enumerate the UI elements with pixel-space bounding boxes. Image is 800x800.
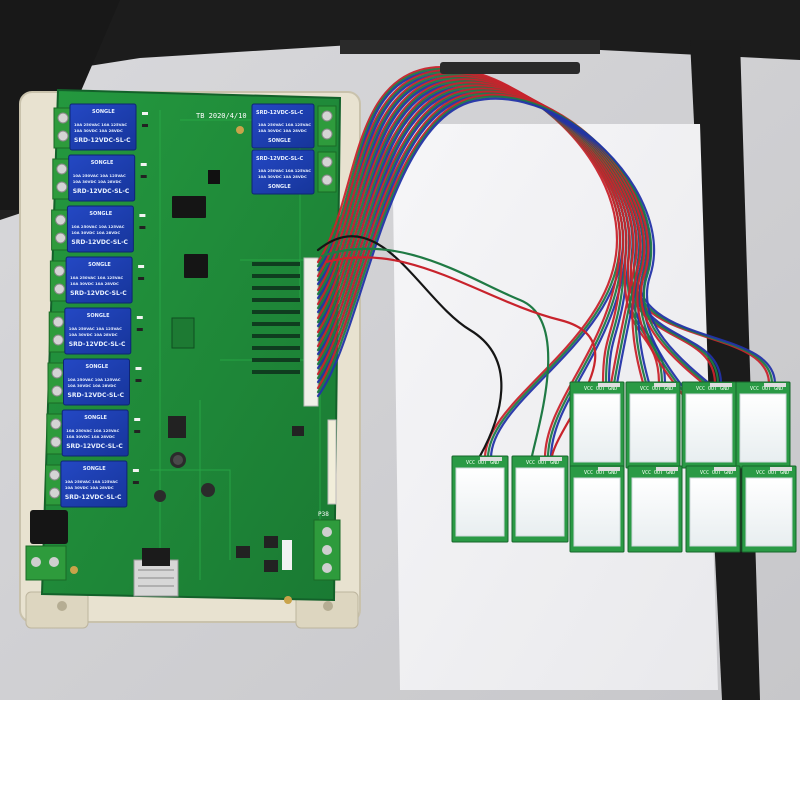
svg-text:10A 250VAC 10A 125VAC: 10A 250VAC 10A 125VAC <box>258 122 311 127</box>
relay-model: SRD-12VDC-SL-C <box>70 290 127 297</box>
p38-terminal: P38 <box>313 511 341 581</box>
svg-text:VCC OUT GND: VCC OUT GND <box>642 470 675 476</box>
relay-model: SRD-12VDC-SL-C <box>68 392 125 399</box>
relay-brand: SONGLE <box>268 184 291 190</box>
connector-label: P38 <box>318 511 329 518</box>
regulator-heatsink <box>133 548 179 597</box>
touch-pad-array: VCC OUT GND VCC OUT GND VCC OUT GND VCC OUT… <box>451 381 797 553</box>
relay-brand: SONGLE <box>86 364 109 370</box>
wire-sleeve <box>440 62 580 74</box>
svg-text:10A 250VAC 10A 125VAC: 10A 250VAC 10A 125VAC <box>258 168 311 173</box>
touch-pad-module: VCC OUT GND <box>625 381 681 469</box>
relay-brand: SONGLE <box>88 262 111 268</box>
touch-pad-module: VCC OUT GND <box>451 455 509 543</box>
relay-model: SRD-12VDC-SL-C <box>256 110 303 116</box>
relay-brand: SONGLE <box>87 313 110 319</box>
svg-text:VCC OUT GND: VCC OUT GND <box>696 386 729 392</box>
svg-text:VCC OUT GND: VCC OUT GND <box>584 470 617 476</box>
relay-model: SRD-12VDC-SL-C <box>74 137 131 144</box>
wire-harness <box>316 62 783 470</box>
svg-text:10A 30VDC 10A 28VDC: 10A 30VDC 10A 28VDC <box>73 179 122 184</box>
svg-text:VCC OUT GND: VCC OUT GND <box>584 386 617 392</box>
relay-model: SRD-12VDC-SL-C <box>256 156 303 162</box>
relay-model: SRD-12VDC-SL-C <box>73 188 130 195</box>
svg-text:10A 250VAC 10A 125VAC: 10A 250VAC 10A 125VAC <box>74 122 127 127</box>
touch-pad-module: VCC OUT GND <box>735 381 791 469</box>
relay-model: SRD-12VDC-SL-C <box>69 341 126 348</box>
svg-text:10A 30VDC 10A 28VDC: 10A 30VDC 10A 28VDC <box>74 128 123 133</box>
svg-text:10A 30VDC 10A 28VDC: 10A 30VDC 10A 28VDC <box>71 230 120 235</box>
relay-brand: SONGLE <box>91 160 114 166</box>
svg-text:10A 30VDC 10A 28VDC: 10A 30VDC 10A 28VDC <box>258 174 307 179</box>
relay-brand: SONGLE <box>268 138 291 144</box>
svg-text:10A 30VDC 10A 28VDC: 10A 30VDC 10A 28VDC <box>70 281 119 286</box>
touch-pad-module: VCC OUT GND <box>685 465 741 553</box>
touch-pad-module: VCC OUT GND <box>741 465 797 553</box>
touch-pad-module: VCC OUT GND <box>569 465 625 553</box>
svg-text:10A 30VDC 10A 28VDC: 10A 30VDC 10A 28VDC <box>258 128 307 133</box>
svg-text:10A 250VAC 10A 125VAC: 10A 250VAC 10A 125VAC <box>66 428 119 433</box>
svg-text:10A 30VDC 10A 28VDC: 10A 30VDC 10A 28VDC <box>69 332 118 337</box>
relay-model: SRD-12VDC-SL-C <box>66 443 123 450</box>
svg-text:VCC OUT GND: VCC OUT GND <box>700 470 733 476</box>
relay-brand: SONGLE <box>84 415 107 421</box>
svg-text:10A 250VAC 10A 125VAC: 10A 250VAC 10A 125VAC <box>65 479 118 484</box>
svg-text:VCC OUT GND: VCC OUT GND <box>750 386 783 392</box>
touch-pad-module: VCC OUT GND <box>681 381 737 469</box>
relay-model: SRD-12VDC-SL-C <box>71 239 128 246</box>
svg-text:10A 250VAC 10A 125VAC: 10A 250VAC 10A 125VAC <box>73 173 126 178</box>
board-date-label: TB 2020/4/10 <box>196 112 247 120</box>
dc-jack <box>30 510 68 544</box>
svg-text:VCC OUT GND: VCC OUT GND <box>640 386 673 392</box>
svg-text:10A 250VAC 10A 125VAC: 10A 250VAC 10A 125VAC <box>70 275 123 280</box>
svg-text:10A 250VAC 10A 125VAC: 10A 250VAC 10A 125VAC <box>71 224 124 229</box>
touch-pad-module: VCC OUT GND <box>627 465 683 553</box>
svg-text:10A 30VDC 10A 28VDC: 10A 30VDC 10A 28VDC <box>65 485 114 490</box>
relay-brand: SONGLE <box>92 109 115 115</box>
svg-text:VCC OUT GND: VCC OUT GND <box>756 470 789 476</box>
relay-brand: SONGLE <box>89 211 112 217</box>
touch-pad-module: VCC OUT GND <box>569 381 625 469</box>
svg-text:10A 30VDC 10A 28VDC: 10A 30VDC 10A 28VDC <box>66 434 115 439</box>
relay-brand: SONGLE <box>83 466 106 472</box>
svg-text:10A 250VAC 10A 125VAC: 10A 250VAC 10A 125VAC <box>69 326 122 331</box>
touch-pad-module: VCC OUT GND <box>511 455 569 543</box>
svg-text:VCC OUT GND: VCC OUT GND <box>466 460 499 466</box>
svg-text:10A 250VAC 10A 125VAC: 10A 250VAC 10A 125VAC <box>68 377 121 382</box>
relay-model: SRD-12VDC-SL-C <box>65 494 122 501</box>
svg-text:10A 30VDC 10A 28VDC: 10A 30VDC 10A 28VDC <box>68 383 117 388</box>
svg-text:VCC OUT GND: VCC OUT GND <box>526 460 559 466</box>
